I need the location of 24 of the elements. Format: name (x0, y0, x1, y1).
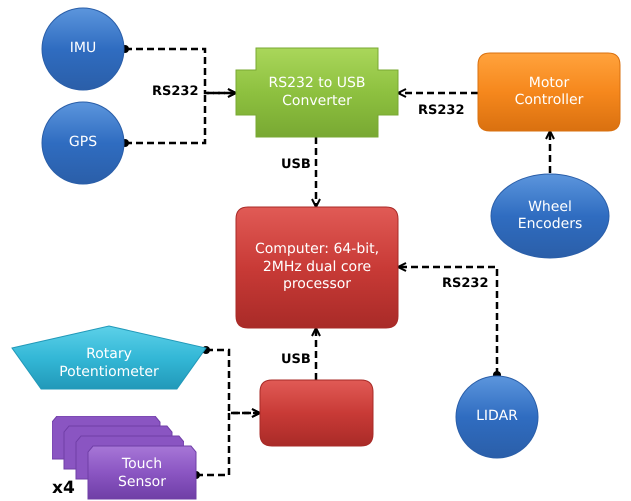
sensor-circle (41, 101, 125, 185)
node-label: GPS (68, 134, 98, 152)
microcontroller-box (260, 380, 373, 446)
node-label: Rotary Potentiometer (58, 346, 160, 381)
node-label: IMU (70, 40, 96, 58)
dashed-arrow (311, 137, 321, 208)
controller-box (478, 53, 620, 131)
multiplier-label: x4 (52, 478, 75, 498)
node-label: LIDAR (476, 408, 518, 426)
node-label: Wheel Encoders (516, 198, 584, 234)
node-label: Touch Sensor (117, 456, 167, 491)
sensor-card (88, 446, 196, 499)
dashed-arrow (311, 327, 321, 380)
sensor-pentagon (12, 326, 206, 389)
dashed-arrow (545, 130, 555, 173)
sensor-circle (455, 375, 539, 459)
node-label: Computer: 64-bit, 2MHz dual core processor (254, 241, 380, 294)
sensor-circle (41, 7, 125, 91)
computer-box (236, 207, 398, 328)
node-label: Motor Controller (514, 74, 584, 110)
dashed-arrow (397, 88, 478, 98)
sensor-ellipse (490, 173, 610, 259)
converter-shape (236, 48, 398, 137)
node-label: RS232 to USB Converter (267, 75, 367, 110)
